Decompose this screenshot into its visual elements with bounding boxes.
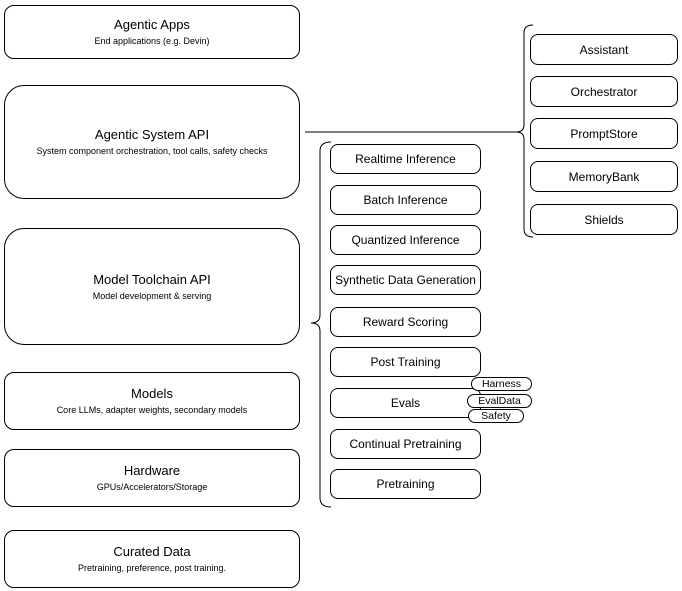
node-label: Reward Scoring [362, 315, 449, 329]
node-title: Agentic Apps [114, 17, 190, 32]
node-title: Hardware [123, 463, 181, 478]
node-subtitle: Core LLMs, adapter weights, secondary mo… [56, 405, 248, 415]
node-label: Continual Pretraining [349, 437, 462, 451]
tag-harness: Harness [471, 377, 532, 391]
node-synthetic-data-generation: Synthetic Data Generation [330, 265, 481, 295]
node-quantized-inference: Quantized Inference [330, 225, 481, 255]
node-label: Synthetic Data Generation [335, 273, 476, 287]
node-hardware: Hardware GPUs/Accelerators/Storage [4, 449, 300, 507]
node-subtitle: GPUs/Accelerators/Storage [96, 482, 208, 492]
node-model-toolchain-api: Model Toolchain API Model development & … [4, 228, 300, 345]
system-components-brace [515, 24, 534, 238]
node-agentic-system-api: Agentic System API System component orch… [4, 85, 300, 199]
node-shields: Shields [530, 204, 678, 235]
node-memorybank: MemoryBank [530, 161, 678, 192]
node-realtime-inference: Realtime Inference [330, 144, 481, 174]
node-subtitle: Model development & serving [92, 290, 212, 301]
node-continual-pretraining: Continual Pretraining [330, 429, 481, 459]
node-evals: Evals [330, 388, 481, 418]
node-orchestrator: Orchestrator [530, 76, 678, 107]
node-label: Pretraining [376, 477, 435, 491]
node-label: Post Training [370, 355, 441, 369]
node-post-training: Post Training [330, 347, 481, 377]
tag-label: Safety [481, 410, 511, 422]
node-title: Agentic System API [94, 127, 210, 142]
tag-evaldata: EvalData [467, 394, 532, 408]
node-assistant: Assistant [530, 34, 678, 65]
node-curated-data: Curated Data Pretraining, preference, po… [4, 530, 300, 588]
node-models: Models Core LLMs, adapter weights, secon… [4, 372, 300, 430]
node-reward-scoring: Reward Scoring [330, 307, 481, 337]
node-title: Models [131, 386, 173, 401]
node-title: Model Toolchain API [93, 271, 211, 287]
node-label: Batch Inference [363, 193, 448, 207]
node-subtitle: Pretraining, preference, post training. [77, 563, 227, 573]
node-label: MemoryBank [568, 169, 640, 184]
toolchain-brace [310, 141, 332, 508]
node-promptstore: PromptStore [530, 118, 678, 149]
tag-label: EvalData [478, 395, 521, 407]
node-batch-inference: Batch Inference [330, 185, 481, 215]
node-agentic-apps: Agentic Apps End applications (e.g. Devi… [4, 5, 300, 59]
node-subtitle: System component orchestration, tool cal… [36, 146, 268, 156]
node-label: Quantized Inference [351, 233, 460, 247]
node-label: Realtime Inference [355, 152, 456, 166]
node-label: PromptStore [570, 126, 638, 141]
node-title: Curated Data [113, 544, 191, 559]
node-label: Shields [584, 212, 624, 227]
node-subtitle: End applications (e.g. Devin) [94, 36, 210, 46]
tag-safety: Safety [468, 409, 524, 423]
node-label: Assistant [579, 42, 629, 57]
node-label: Orchestrator [570, 84, 638, 99]
node-pretraining: Pretraining [330, 469, 481, 499]
tag-label: Harness [481, 378, 522, 390]
node-label: Evals [390, 396, 421, 410]
